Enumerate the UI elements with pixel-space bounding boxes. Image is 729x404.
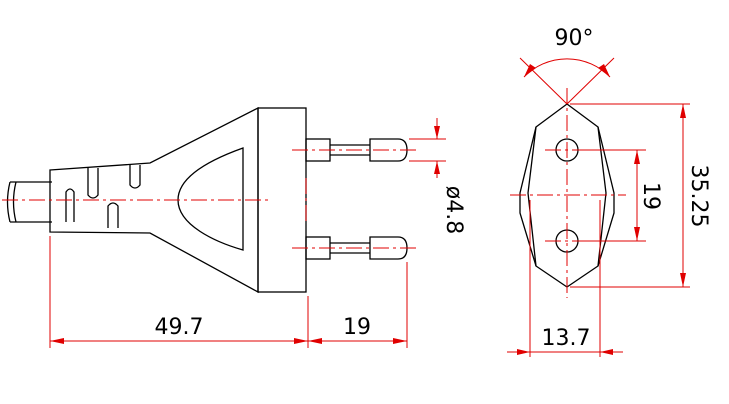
- label-angle: 90°: [555, 26, 594, 51]
- label-pin-diameter: ø4.8: [441, 186, 466, 234]
- label-length: 49.7: [155, 315, 204, 340]
- label-pin-length: 19: [343, 315, 371, 340]
- cable: [6, 181, 52, 223]
- front-face-chamfer: [527, 126, 607, 267]
- dimension-pin-spacing: 19: [580, 149, 663, 242]
- dimension-pin-diameter: ø4.8: [409, 118, 466, 234]
- dimension-length: 49.7: [49, 236, 309, 348]
- hatched-insert: [177, 147, 244, 251]
- label-pin-spacing: 19: [638, 182, 663, 210]
- dimension-angle: 90°: [519, 26, 615, 105]
- grip-slots: [65, 165, 141, 228]
- side-view: 49.7 19 ø4.8: [2, 106, 466, 348]
- pin-shaft-top: [330, 144, 370, 156]
- label-width: 13.7: [542, 326, 591, 351]
- front-view: 90° 19 35.25 13.7: [507, 26, 711, 357]
- dimension-height: 35.25: [570, 103, 711, 288]
- dimension-width: 13.7: [507, 200, 623, 357]
- label-height: 35.25: [686, 165, 711, 228]
- dimension-pin-length: 19: [308, 262, 408, 348]
- pin-shaft-bottom: [330, 242, 370, 254]
